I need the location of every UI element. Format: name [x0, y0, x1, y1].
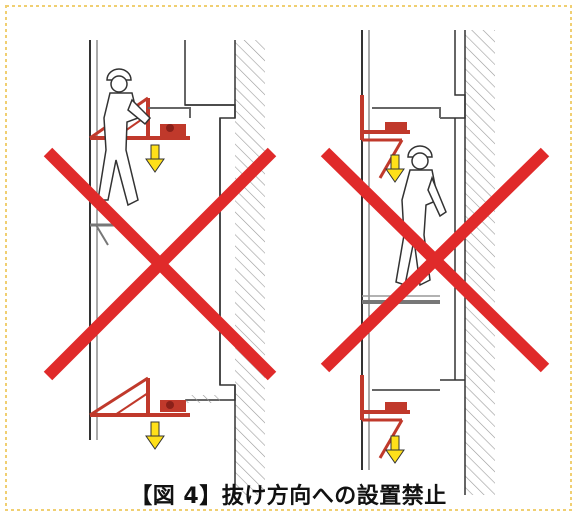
right-panel: [320, 30, 550, 495]
left-panel: [43, 40, 277, 495]
right-upper-bracket: [360, 95, 441, 179]
left-lower-bracket: [89, 376, 190, 417]
left-lower-down-arrow-icon: [145, 421, 165, 450]
left-prohibition-cross-icon: [43, 147, 277, 381]
right-building-wall: [440, 30, 495, 495]
left-mid-bracket: [90, 223, 118, 246]
right-prohibition-cross-icon: [320, 147, 550, 373]
right-worker-icon: [395, 145, 447, 287]
right-lower-bracket: [360, 375, 440, 459]
frame-border: [5, 5, 572, 511]
left-worker-icon: [97, 68, 152, 207]
left-building-wall: [184, 40, 265, 495]
right-lower-down-arrow-icon: [385, 435, 405, 464]
figure-caption: 【図 4】抜け方向への設置禁止: [130, 484, 447, 509]
left-upper-down-arrow-icon: [145, 144, 165, 173]
right-upper-down-arrow-icon: [385, 154, 405, 183]
